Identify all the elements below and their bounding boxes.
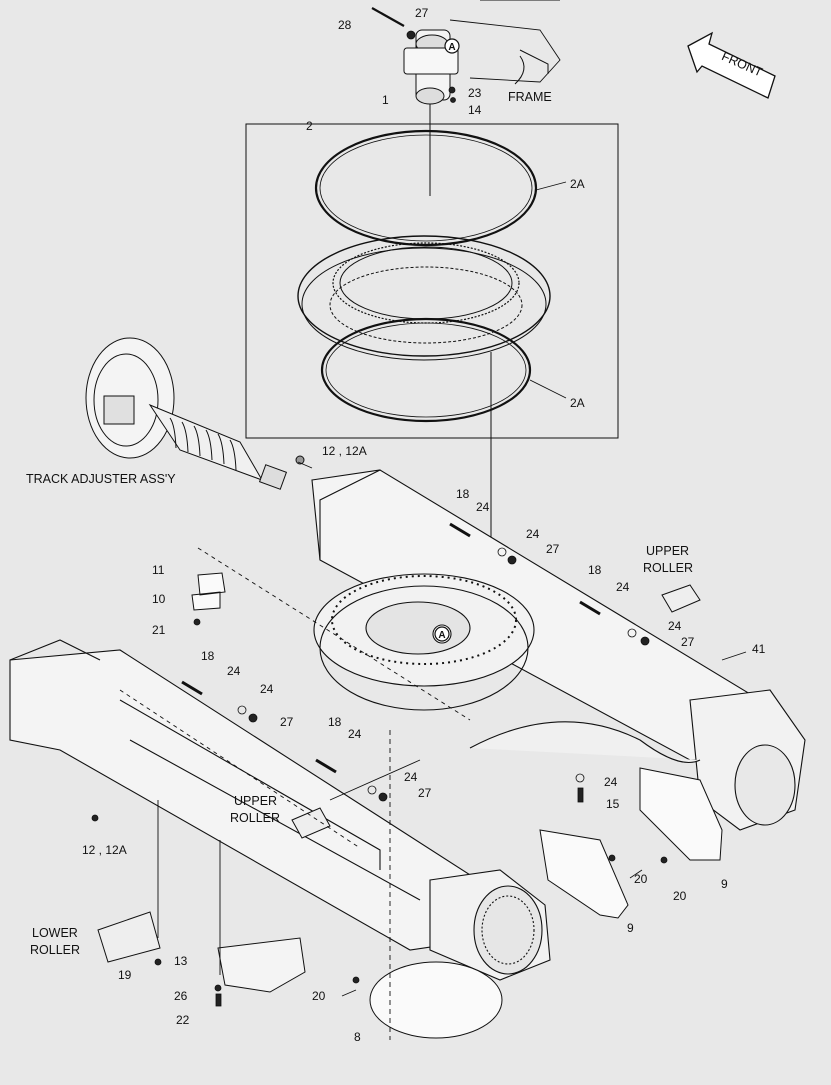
swing-bearing-outer xyxy=(297,235,551,357)
cover-plate-8 xyxy=(369,961,503,1039)
callout: 22 xyxy=(176,1013,190,1027)
callout: 12 , 12A xyxy=(82,843,127,857)
callout: 26 xyxy=(174,989,188,1003)
cover-plate-9-right xyxy=(639,767,723,861)
callout: 1 xyxy=(382,93,389,107)
lower-roller-label-2: ROLLER xyxy=(30,943,80,957)
callout: 14 xyxy=(468,103,482,117)
callout: 24 xyxy=(476,500,490,514)
callout: 24 xyxy=(348,727,362,741)
bracket-13 xyxy=(217,937,306,993)
lower-roller-label-1: LOWER xyxy=(32,926,78,940)
callout: 20 xyxy=(673,889,687,903)
callout: 12 , 12A xyxy=(322,444,367,458)
callout: 18 xyxy=(328,715,342,729)
callout: 28 xyxy=(338,18,352,32)
callout: 18 xyxy=(456,487,470,501)
ref-marker-top: A xyxy=(444,38,460,54)
callout: 27 xyxy=(418,786,432,800)
callout: 24 xyxy=(616,580,630,594)
callout: 27 xyxy=(415,6,429,20)
upper-roller-right xyxy=(661,584,701,613)
upper-roller-right-label-1: UPPER xyxy=(646,544,689,558)
callout: 9 xyxy=(721,877,728,891)
callout: 21 xyxy=(152,623,166,637)
track-adjuster xyxy=(85,337,305,490)
callout: 27 xyxy=(546,542,560,556)
callout: 23 xyxy=(468,86,482,100)
swing-motor xyxy=(371,0,561,105)
track-frame-left-rail xyxy=(9,639,551,981)
callout: 15 xyxy=(606,797,620,811)
upper-roller-right-label-2: ROLLER xyxy=(643,561,693,575)
callout: 20 xyxy=(312,989,326,1003)
swing-bearing-group xyxy=(245,104,619,628)
callout: 27 xyxy=(681,635,695,649)
leader-lines xyxy=(119,123,747,1040)
seal-ring-top xyxy=(314,129,538,247)
callout: 2A xyxy=(570,396,585,410)
upper-roller-left-label-2: ROLLER xyxy=(230,811,280,825)
callout: 19 xyxy=(118,968,132,982)
callout: 24 xyxy=(526,527,540,541)
ref-marker-center-text: A xyxy=(438,630,445,641)
callout: 18 xyxy=(588,563,602,577)
callout: 24 xyxy=(668,619,682,633)
callout: 24 xyxy=(260,682,274,696)
callout: 27 xyxy=(280,715,294,729)
callout: 10 xyxy=(152,592,166,606)
callout: 20 xyxy=(634,872,648,886)
ref-marker-top-text: A xyxy=(448,42,455,53)
callout: 11 xyxy=(152,563,165,577)
covers xyxy=(191,572,723,1039)
callout: 13 xyxy=(174,954,188,968)
cover-plate-9-left xyxy=(539,829,629,919)
track-adjuster-label: TRACK ADJUSTER ASS'Y xyxy=(26,472,176,486)
track-frame-right-rail xyxy=(311,469,806,831)
upper-roller-left-label-1: UPPER xyxy=(234,794,277,808)
seal-ring-bottom xyxy=(320,317,532,423)
callout-numbers: 28 27 1 23 14 2 2A 2A 12 , 12A 18 24 24 … xyxy=(82,6,766,1044)
swing-bearing-box xyxy=(245,123,619,439)
frame-label: FRAME xyxy=(508,90,552,104)
callout: 24 xyxy=(404,770,418,784)
callout: 24 xyxy=(227,664,241,678)
upper-roller-left xyxy=(291,807,331,839)
ref-marker-center: A xyxy=(434,626,450,642)
fasteners xyxy=(91,30,668,1007)
callout: 2 xyxy=(306,119,313,133)
callout: 41 xyxy=(752,642,766,656)
callout: 18 xyxy=(201,649,215,663)
lower-roller xyxy=(97,911,161,963)
callout: 9 xyxy=(627,921,634,935)
callout: 24 xyxy=(604,775,618,789)
rollers xyxy=(97,584,701,963)
callout: 8 xyxy=(354,1030,361,1044)
front-arrow xyxy=(687,31,776,99)
callout: 2A xyxy=(570,177,585,191)
